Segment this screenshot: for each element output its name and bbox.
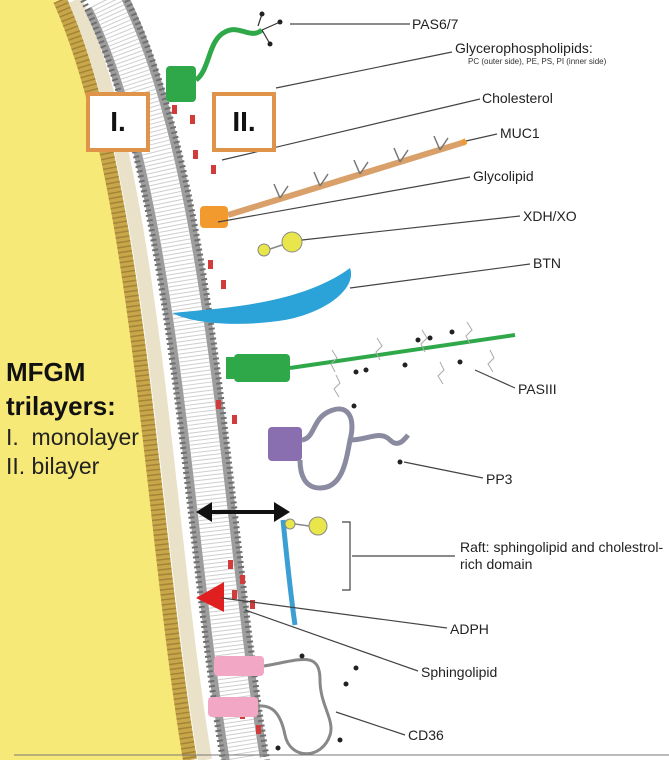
pasiii-protein bbox=[226, 322, 515, 397]
trilayer-arrow bbox=[196, 502, 290, 522]
legend-title-line2: trilayers: bbox=[6, 389, 216, 423]
label-pas67: PAS6/7 bbox=[412, 16, 458, 33]
label-btn: BTN bbox=[533, 255, 561, 272]
raft-beads bbox=[285, 517, 327, 535]
label-raft: Raft: sphingolipid and cholestrol-rich d… bbox=[460, 539, 665, 573]
label-cholesterol: Cholesterol bbox=[482, 90, 553, 107]
pas67-protein bbox=[166, 12, 283, 103]
label-glycero-detail: PC (outer side), PE, PS, PI (inner side) bbox=[468, 57, 606, 67]
layer-two-box: II. bbox=[212, 92, 276, 152]
label-cd36: CD36 bbox=[408, 727, 444, 744]
pp3-protein bbox=[268, 404, 408, 489]
label-adph: ADPH bbox=[450, 621, 489, 638]
label-glycolipid: Glycolipid bbox=[473, 168, 534, 185]
legend-item-bilayer: II. bilayer bbox=[6, 452, 216, 481]
layer-one-box: I. bbox=[86, 92, 150, 152]
label-sphingolipid: Sphingolipid bbox=[421, 664, 497, 681]
xdh-xo-protein bbox=[258, 232, 302, 256]
label-xdh-xo: XDH/XO bbox=[523, 208, 577, 225]
raft-domain bbox=[283, 520, 295, 625]
label-pasiii: PASIII bbox=[518, 381, 557, 398]
legend-title-line1: MFGM bbox=[6, 355, 216, 389]
legend-item-monolayer: I. monolayer bbox=[6, 423, 216, 452]
label-glycerophospholipids: Glycerophospholipids: bbox=[455, 40, 593, 57]
label-pp3: PP3 bbox=[486, 471, 512, 488]
label-muc1: MUC1 bbox=[500, 125, 540, 142]
trilayer-legend: MFGM trilayers: I. monolayer II. bilayer bbox=[6, 355, 216, 481]
